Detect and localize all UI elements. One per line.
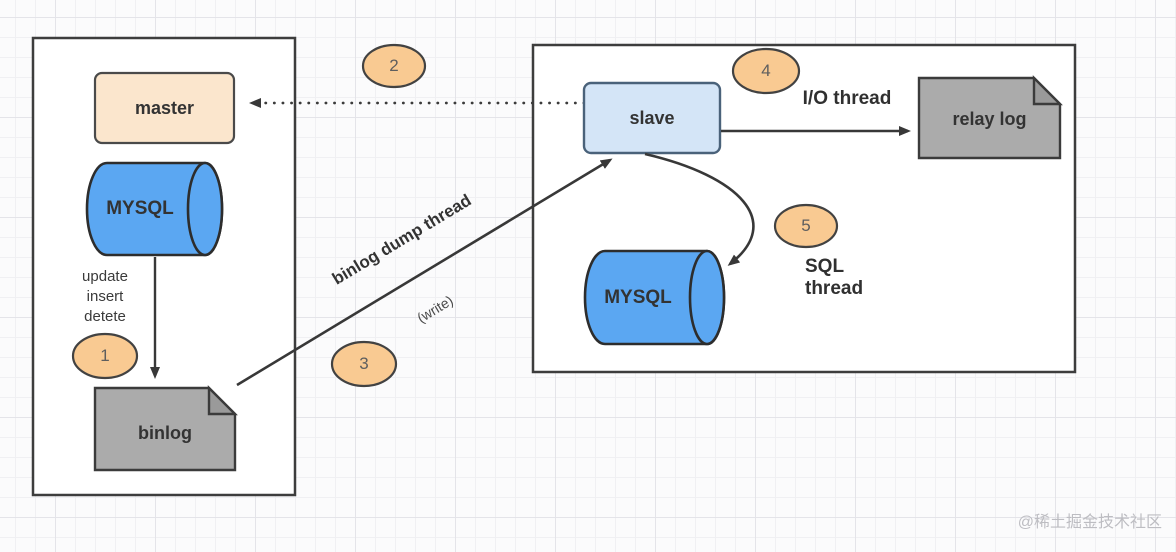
mysql-cylinder-slave-cap [688,249,726,346]
step-badge-2 [361,43,427,89]
slave-node [582,81,722,155]
watermark: @稀土掘金技术社区 [1017,514,1162,531]
binlog-file [93,386,237,472]
binlog-file-fold [207,385,238,416]
relay-log-file-fold [1032,75,1063,106]
step-badge-4 [731,47,801,95]
step-badge-3 [330,340,398,388]
binlog-dump-arrow [236,158,613,387]
master-node [93,71,236,145]
step-badge-1 [71,332,139,380]
relay-log-file [917,76,1062,160]
step-badge-5 [773,203,839,249]
mysql-cylinder-master-cap [186,161,224,257]
sql-thread-curved-arrow [644,152,755,266]
